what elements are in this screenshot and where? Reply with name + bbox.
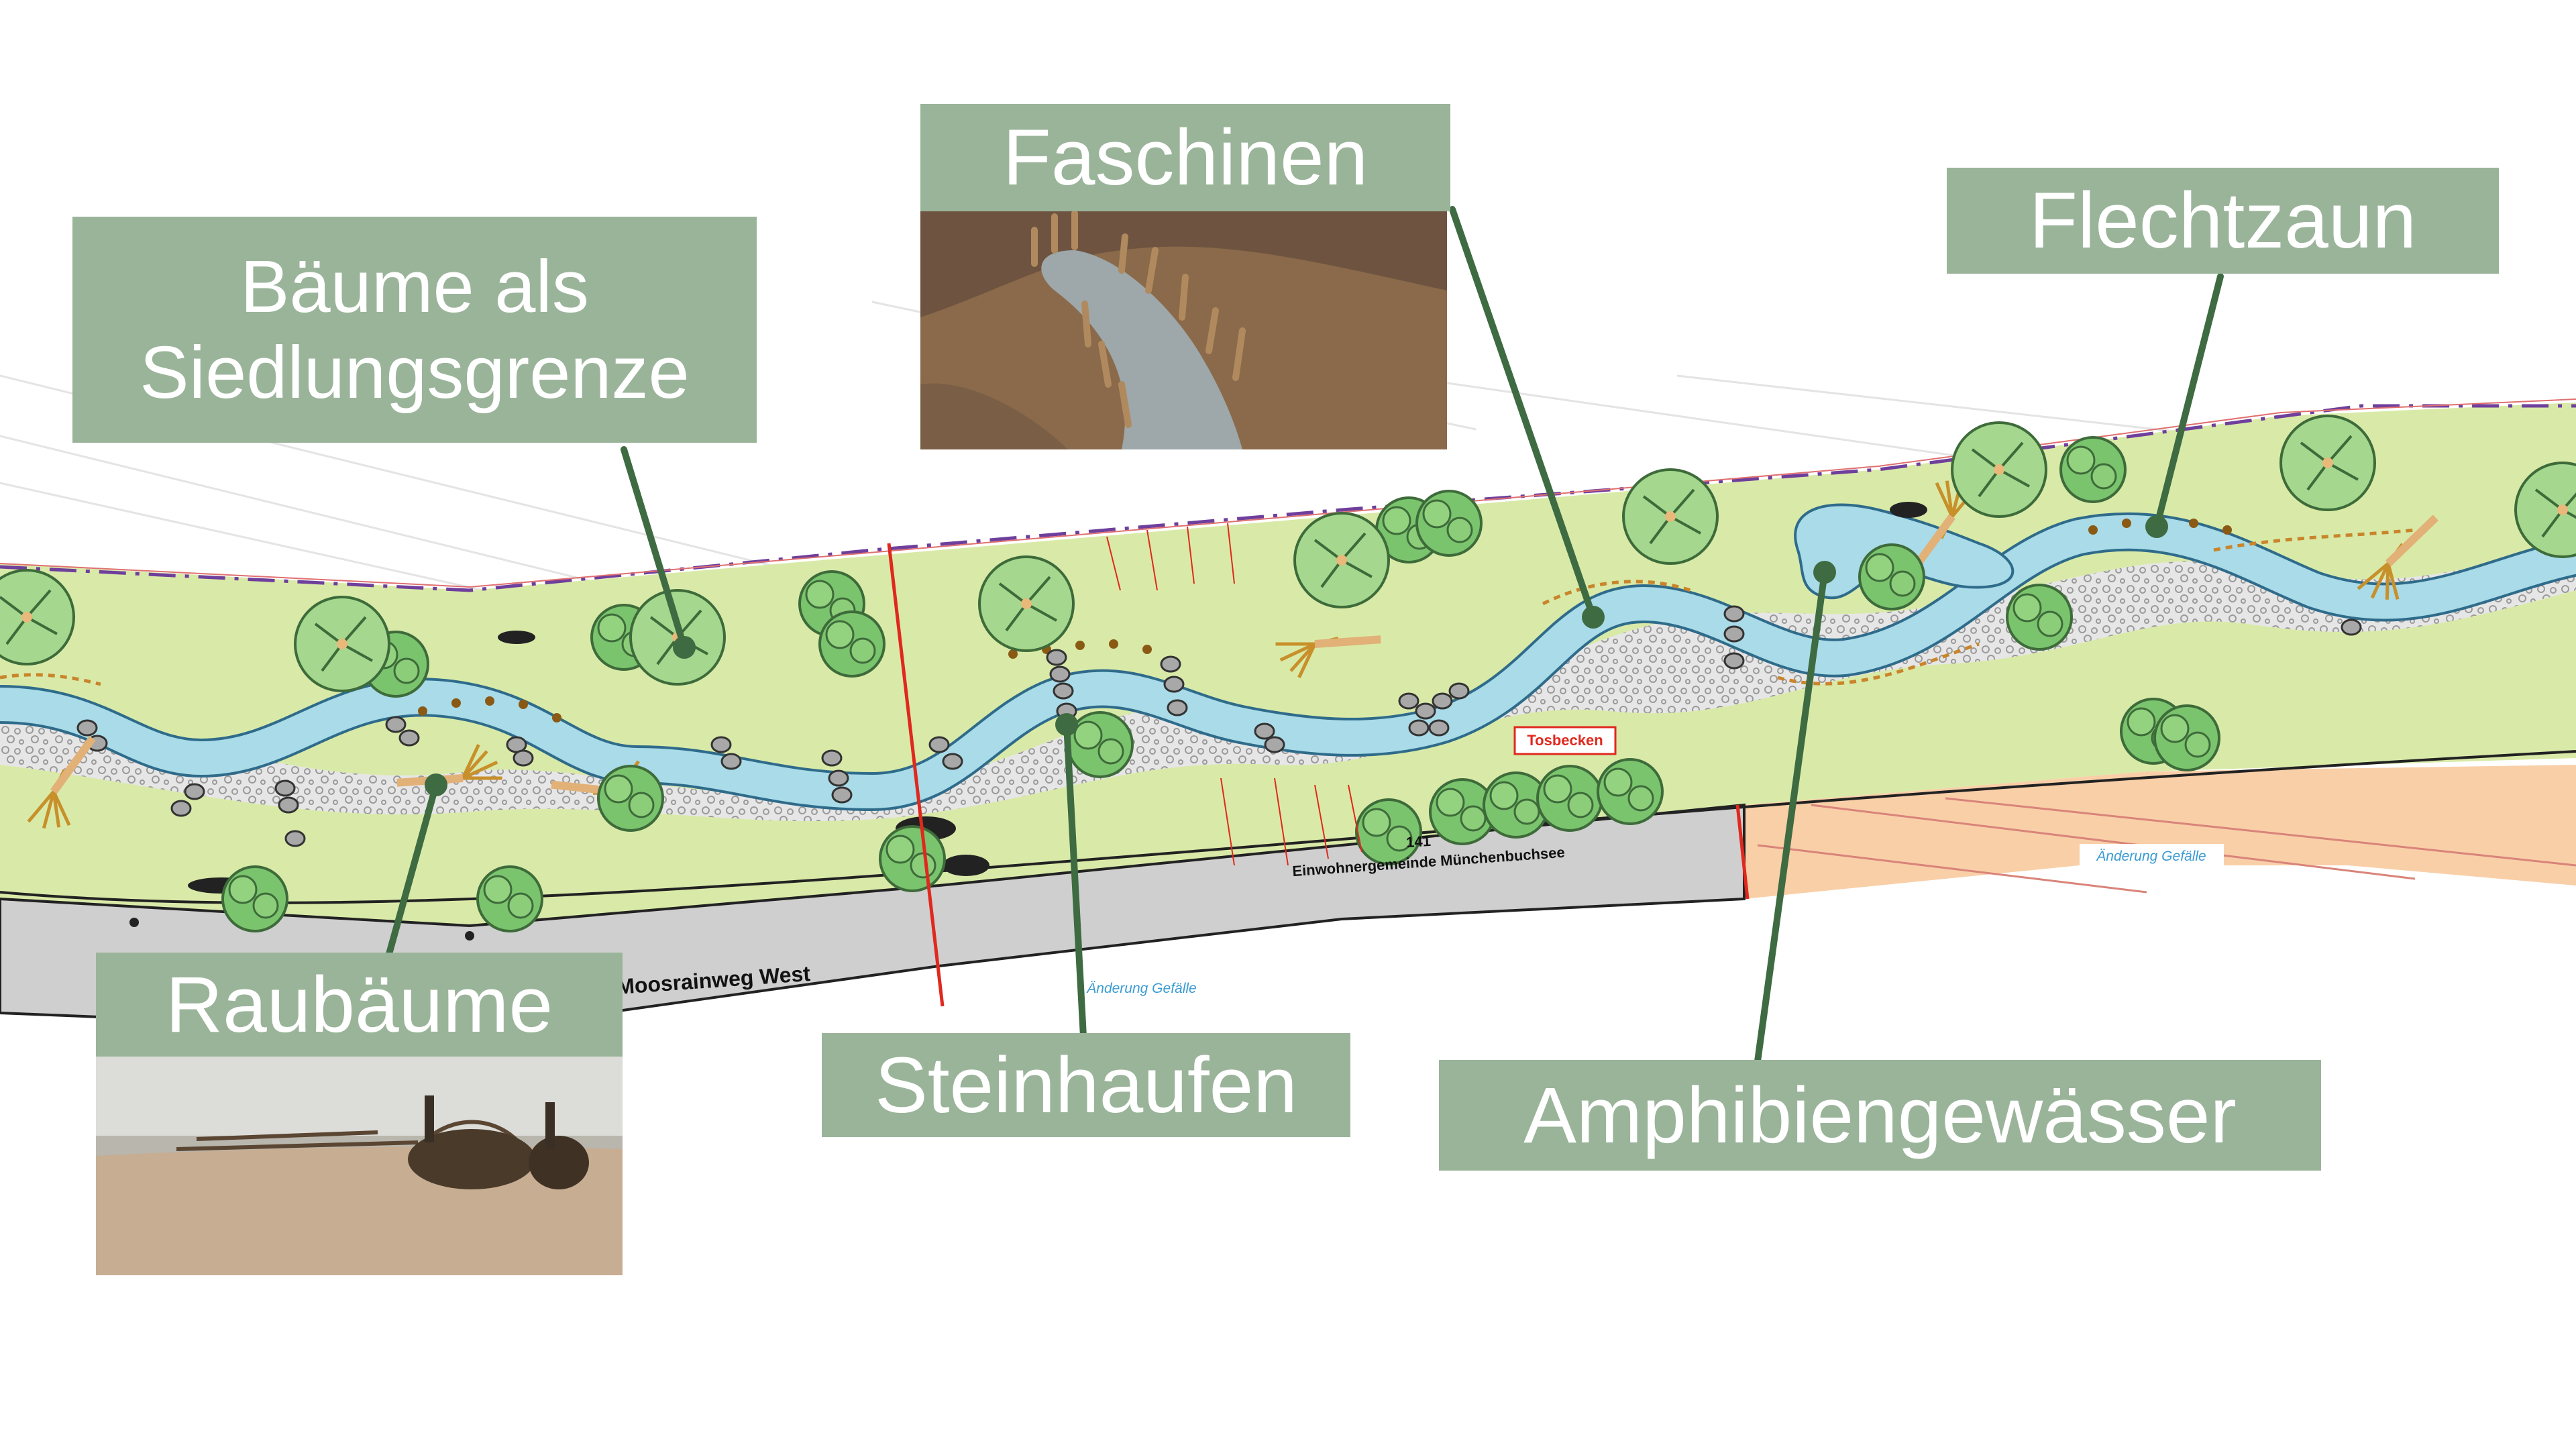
callout-flechtzaun-label: Flechtzaun [2029,176,2417,265]
callout-steinhaufen: Steinhaufen [822,1033,1350,1137]
callout-baeume-line2: Siedlungsgrenze [140,331,690,414]
root-wad-photo [96,1055,623,1275]
callout-faschinen: Faschinen [920,104,1450,211]
leader-raubaeume [382,782,439,969]
gefaelle-label-1: Änderung Gefälle [1086,981,1196,996]
callout-amphibiengewaesser: Amphibiengewässer [1439,1060,2321,1171]
leader-flechtzaun [2153,273,2224,530]
parcel-number-label: 141 [1405,833,1431,851]
callout-baeume-siedlungsgrenze: Bäume als Siedlungsgrenze [72,217,757,443]
leader-amphibien [1754,569,1828,1065]
callout-raubaeume: Raubäume [96,953,623,1057]
callout-flechtzaun: Flechtzaun [1947,168,2499,274]
leader-faschinen [1449,206,1597,621]
tosbecken-label: Tosbecken [1527,732,1603,749]
callout-baeume-line1: Bäume als [240,245,589,328]
gefaelle-box-2 [2080,844,2224,867]
gefaelle-label-2: Änderung Gefälle [2096,849,2206,864]
leader-steinhaufen [1063,721,1087,1040]
gefaelle-box-1 [1070,976,1214,999]
callout-amphibien-label: Amphibiengewässer [1523,1071,2237,1160]
fascine-photo [920,210,1447,449]
callout-raubaeume-label: Raubäume [165,960,553,1049]
tosbecken-box [1513,726,1617,755]
leader-baeume [621,446,688,651]
callout-faschinen-label: Faschinen [1002,113,1368,202]
callout-steinhaufen-label: Steinhaufen [875,1040,1297,1130]
